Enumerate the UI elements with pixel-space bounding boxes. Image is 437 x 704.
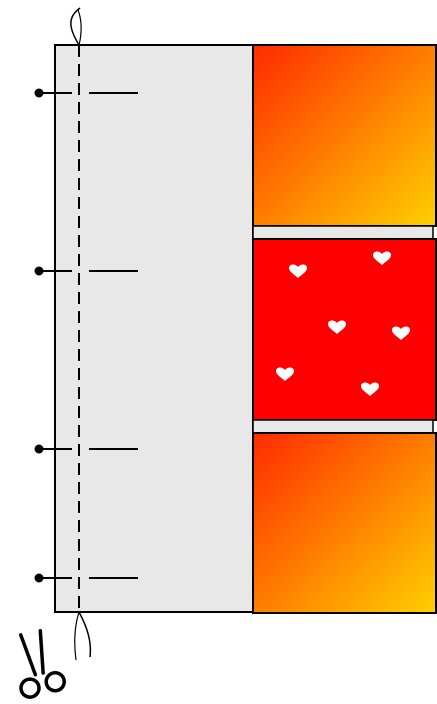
thread-bottom-curve bbox=[79, 612, 90, 657]
top-gradient-panel bbox=[253, 45, 436, 226]
right-panel-column bbox=[253, 45, 436, 613]
scissors-blade bbox=[21, 634, 36, 676]
bottom-gradient-panel bbox=[253, 433, 436, 613]
scissors-handle bbox=[19, 677, 40, 698]
thread-top-curve-right bbox=[78, 10, 81, 45]
lower-connector-strip bbox=[253, 420, 433, 433]
thread-bottom-curve-left bbox=[75, 612, 79, 660]
scissors-icon bbox=[10, 628, 66, 699]
upper-connector-strip bbox=[253, 226, 433, 239]
left-flap-panel bbox=[55, 45, 253, 612]
scissors-handle bbox=[45, 671, 66, 692]
scissors-blade bbox=[34, 631, 49, 673]
